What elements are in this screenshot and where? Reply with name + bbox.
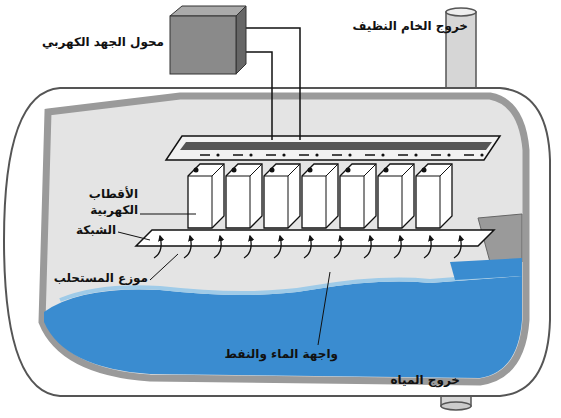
grid-dash: [365, 154, 375, 156]
flow-arrow: [244, 236, 251, 258]
panel-edge: [264, 164, 300, 228]
grid-dot: [216, 153, 219, 156]
top-grid: [166, 136, 500, 160]
electrode-panel: [226, 164, 262, 228]
flow-arrow: [184, 236, 191, 258]
electrode-panel: [340, 164, 376, 228]
grid-dash: [233, 154, 243, 156]
weir-water: [450, 258, 522, 280]
vessel-shell: [4, 88, 550, 396]
top-grid-bar: [180, 142, 492, 150]
part-label: خروج المياه: [370, 372, 460, 388]
flow-arrow: [274, 236, 281, 258]
flow-arrow: [214, 236, 221, 258]
flow-arrows: [154, 236, 461, 258]
emulsion-distributor: [136, 230, 494, 246]
panel-hanger: [422, 168, 427, 173]
part-label: الشبكة: [64, 222, 116, 238]
electrode-panel: [188, 164, 224, 228]
grid-dot: [249, 153, 252, 156]
flow-arrow: [334, 236, 341, 258]
grid-dot: [348, 153, 351, 156]
grid-dash: [464, 154, 474, 156]
flow-arrow: [424, 236, 431, 258]
grid-dot: [381, 153, 384, 156]
electrode-panels: [188, 164, 452, 228]
panel-hanger: [346, 168, 351, 173]
panel-edge: [188, 164, 224, 228]
flow-arrow: [454, 236, 461, 258]
part-label: واجهة الماء والنفط: [198, 346, 338, 362]
panel-hanger: [232, 168, 237, 173]
panel-hanger: [194, 168, 199, 173]
panel-hanger: [270, 168, 275, 173]
grid-dot: [315, 153, 318, 156]
part-label: الأقطاب الكهربية: [74, 186, 138, 218]
grid-dot: [282, 153, 285, 156]
panel-edge: [340, 164, 376, 228]
panel-edge: [226, 164, 262, 228]
grid-dash: [200, 154, 210, 156]
electrode-panel: [416, 164, 452, 228]
panel-edge: [416, 164, 452, 228]
grid-dash: [431, 154, 441, 156]
leader-lines: [118, 214, 330, 345]
flow-arrow: [364, 236, 371, 258]
grid-dot: [447, 153, 450, 156]
flow-arrow: [394, 236, 401, 258]
voltage-transformer: [170, 6, 246, 74]
grid-dash: [266, 154, 276, 156]
flow-arrow: [154, 236, 161, 258]
panel-edge: [378, 164, 414, 228]
part-label: خروج الخام النظيف: [348, 18, 468, 34]
grid-dash: [332, 154, 342, 156]
panel-edge: [302, 164, 338, 228]
flow-arrow: [304, 236, 311, 258]
part-label: موزع المستحلب: [50, 270, 148, 286]
panel-hanger: [308, 168, 313, 173]
panel-hanger: [384, 168, 389, 173]
grid-dash: [398, 154, 408, 156]
electrode-panel: [302, 164, 338, 228]
electrode-panel: [264, 164, 300, 228]
grid-dot: [414, 153, 417, 156]
part-label: محول الجهد الكهربي: [14, 34, 164, 50]
grid-marks: [200, 153, 484, 156]
cutaway-interior: [42, 96, 526, 382]
grid-dot: [480, 153, 483, 156]
electrode-panel: [378, 164, 414, 228]
grid-dash: [299, 154, 309, 156]
